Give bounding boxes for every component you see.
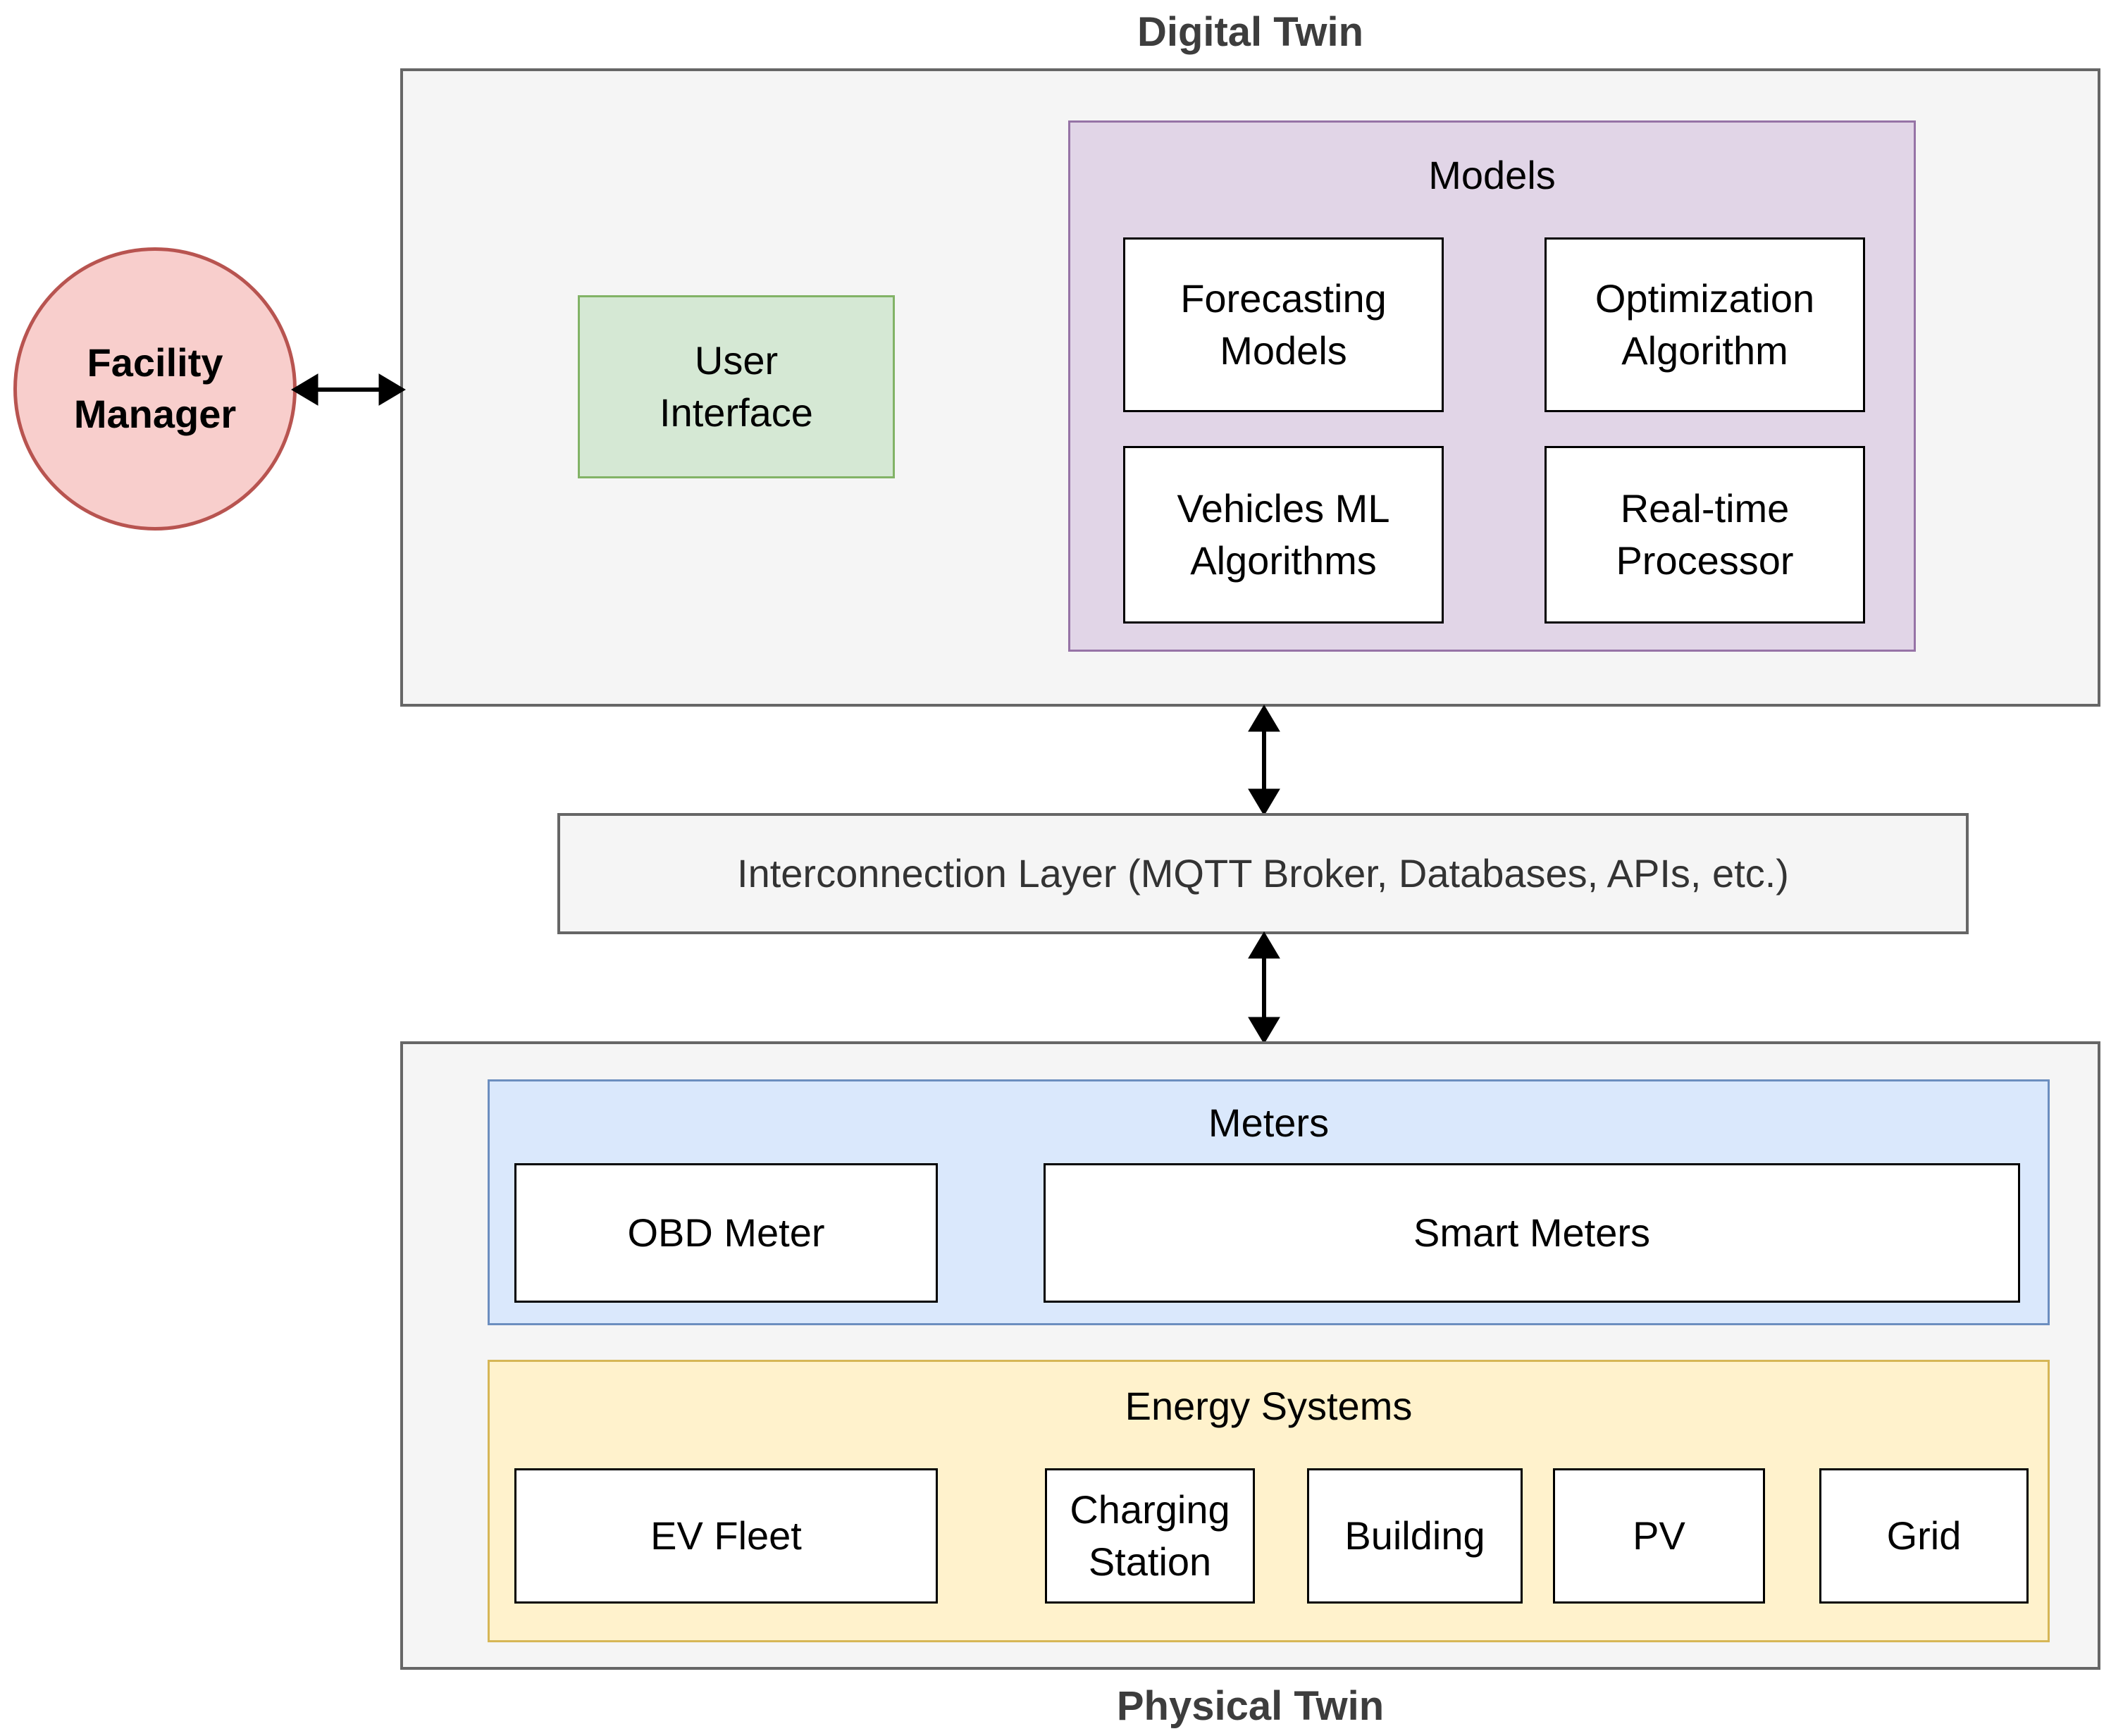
facility-digital-double-arrow-icon xyxy=(291,373,406,406)
meter-node-smart-meters: Smart Meters xyxy=(1044,1163,2020,1303)
interconnection-layer-node: Interconnection Layer (MQTT Broker, Data… xyxy=(557,813,1969,934)
ev-fleet-label: EV Fleet xyxy=(650,1513,802,1558)
models-group: Models Forecasting Models Optimization A… xyxy=(1068,120,1916,652)
vehicles-ml-algorithms-label: Vehicles ML Algorithms xyxy=(1177,486,1390,583)
energy-node-pv: PV xyxy=(1553,1468,1765,1604)
meter-node-obd-meter: OBD Meter xyxy=(514,1163,938,1303)
forecasting-models-label: Forecasting Models xyxy=(1180,276,1387,373)
user-interface-node: User Interface xyxy=(578,295,895,478)
facility-manager-label: Facility Manager xyxy=(73,340,237,436)
user-interface-label: User Interface xyxy=(660,338,813,435)
energy-node-ev-fleet: EV Fleet xyxy=(514,1468,938,1604)
smart-meters-label: Smart Meters xyxy=(1413,1210,1651,1256)
meters-group-label: Meters xyxy=(1208,1100,1330,1145)
energy-node-building: Building xyxy=(1307,1468,1523,1604)
charging-station-label: Charging Station xyxy=(1070,1487,1230,1584)
model-node-forecasting-models: Forecasting Models xyxy=(1123,237,1444,412)
energy-node-charging-station: Charging Station xyxy=(1045,1468,1255,1604)
pv-label: PV xyxy=(1633,1513,1685,1558)
digital-twin-title: Digital Twin xyxy=(1137,9,1364,55)
energy-node-grid: Grid xyxy=(1819,1468,2029,1604)
models-group-label: Models xyxy=(1428,153,1556,197)
meters-group: Meters OBD Meter Smart Meters xyxy=(488,1079,2050,1325)
optimization-algorithm-label: Optimization Algorithm xyxy=(1595,276,1815,373)
facility-manager-node: Facility Manager xyxy=(13,247,297,531)
building-label: Building xyxy=(1344,1513,1485,1558)
grid-label: Grid xyxy=(1886,1513,1962,1558)
model-node-real-time-processor: Real-time Processor xyxy=(1544,446,1865,624)
physical-twin-title: Physical Twin xyxy=(1116,1683,1385,1729)
interconnection-layer-label: Interconnection Layer (MQTT Broker, Data… xyxy=(737,851,1789,896)
model-node-optimization-algorithm: Optimization Algorithm xyxy=(1544,237,1865,412)
digital-interconnection-double-arrow-icon xyxy=(1248,705,1280,816)
energy-systems-group-label: Energy Systems xyxy=(1125,1384,1413,1428)
interconnection-physical-double-arrow-icon xyxy=(1248,931,1280,1044)
model-node-vehicles-ml-algorithms: Vehicles ML Algorithms xyxy=(1123,446,1444,624)
energy-systems-group: Energy Systems EV Fleet Charging Station… xyxy=(488,1360,2050,1642)
obd-meter-label: OBD Meter xyxy=(627,1210,825,1256)
real-time-processor-label: Real-time Processor xyxy=(1616,486,1794,583)
